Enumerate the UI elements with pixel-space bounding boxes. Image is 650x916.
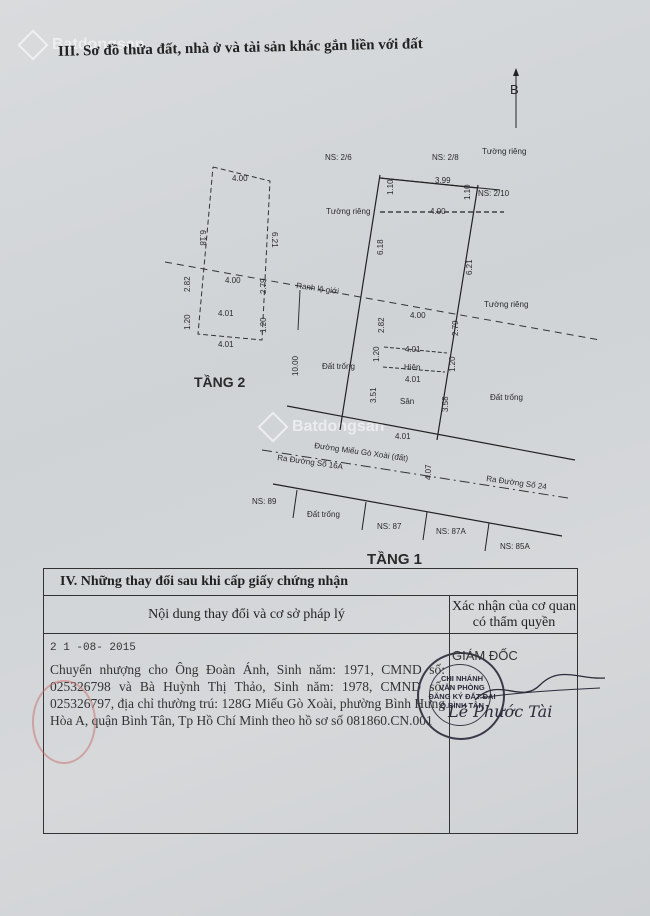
svg-text:4.01: 4.01 <box>218 340 234 349</box>
svg-text:4.07: 4.07 <box>424 464 433 480</box>
svg-text:NS: 89: NS: 89 <box>252 497 277 506</box>
svg-text:2.82: 2.82 <box>183 276 192 292</box>
svg-text:Đất trống: Đất trống <box>322 362 355 371</box>
col-header-confirmation: Xác nhận của cơ quan có thẩm quyền <box>451 599 576 630</box>
svg-text:Tường riêng: Tường riêng <box>484 300 528 309</box>
svg-text:2.79: 2.79 <box>451 320 460 336</box>
svg-text:3.58: 3.58 <box>441 396 450 412</box>
svg-text:6.21: 6.21 <box>465 259 474 275</box>
svg-text:1.20: 1.20 <box>448 356 457 372</box>
svg-text:NS: 87: NS: 87 <box>377 522 402 531</box>
north-label: B <box>510 82 519 97</box>
signer-title: GIÁM ĐỐC <box>452 648 518 663</box>
svg-text:NS: 85A: NS: 85A <box>500 542 530 551</box>
svg-text:4.00: 4.00 <box>225 276 241 285</box>
entry-date: 2 1 -08- 2015 <box>50 642 136 654</box>
signature-icon <box>474 673 606 701</box>
svg-text:Đất trống: Đất trống <box>307 510 340 519</box>
svg-text:2.82: 2.82 <box>377 317 386 333</box>
svg-text:10.00: 10.00 <box>291 355 300 376</box>
svg-text:Đất trống: Đất trống <box>490 393 523 402</box>
svg-text:1.10: 1.10 <box>463 184 472 200</box>
svg-text:Ra Đường Số 24: Ra Đường Số 24 <box>486 474 548 491</box>
svg-text:4.00: 4.00 <box>410 311 426 320</box>
svg-text:2.79: 2.79 <box>259 278 268 294</box>
svg-text:1.10: 1.10 <box>386 179 395 195</box>
svg-text:NS: 2/10: NS: 2/10 <box>478 189 510 198</box>
svg-text:6.21: 6.21 <box>270 232 279 248</box>
svg-text:Hiên: Hiên <box>404 363 420 372</box>
section-4-header: IV. Những thay đổi sau khi cấp giấy chứn… <box>44 569 577 596</box>
svg-text:NS: 2/8: NS: 2/8 <box>432 153 459 162</box>
svg-text:Ranh lộ giới: Ranh lộ giới <box>296 281 340 296</box>
svg-text:NS: 87A: NS: 87A <box>436 527 466 536</box>
table-header-row: Nội dung thay đổi và cơ sở pháp lý Xác n… <box>44 595 577 634</box>
svg-text:3.99: 3.99 <box>435 176 451 185</box>
entry-content: Chuyển nhượng cho Ông Đoàn Ánh, Sinh năm… <box>50 662 445 728</box>
signer-name: Lê Phước Tài <box>448 702 553 721</box>
svg-text:4.01: 4.01 <box>405 345 421 354</box>
floor-2-label: TẦNG 2 <box>194 374 246 390</box>
boundary-line <box>164 261 601 341</box>
floor-1-label: TẦNG 1 <box>367 551 422 568</box>
changes-table: IV. Những thay đổi sau khi cấp giấy chứn… <box>43 568 578 834</box>
svg-text:4.00: 4.00 <box>430 207 446 216</box>
svg-text:6.18: 6.18 <box>198 230 207 246</box>
svg-text:4.00: 4.00 <box>232 174 248 183</box>
svg-text:Sân: Sân <box>400 397 414 406</box>
svg-text:1.20: 1.20 <box>183 314 192 330</box>
col-header-content: Nội dung thay đổi và cơ sở pháp lý <box>148 607 345 622</box>
official-stamp-icon: CHI NHÁNH VĂN PHÒNG ĐĂNG KÝ ĐẤT ĐAI Q.BÌ… <box>417 652 505 740</box>
svg-text:1.20: 1.20 <box>259 317 268 333</box>
svg-text:4.01: 4.01 <box>218 309 234 318</box>
svg-text:3.51: 3.51 <box>369 387 378 403</box>
svg-text:4.01: 4.01 <box>395 432 411 441</box>
svg-text:6.18: 6.18 <box>376 239 385 255</box>
svg-text:Tường riêng: Tường riêng <box>326 207 370 216</box>
land-plot-diagram: B 4.00 6.18 6.21 4.00 2.82 2.79 4.01 4.0… <box>164 68 601 568</box>
watermark-center: Batdongsan <box>257 411 384 443</box>
watermark: Batdongsan <box>17 29 144 61</box>
svg-text:Tường riêng: Tường riêng <box>482 147 526 156</box>
svg-text:Ra Đường Số 16A: Ra Đường Số 16A <box>277 453 344 471</box>
svg-text:1.20: 1.20 <box>372 346 381 362</box>
svg-text:NS: 2/6: NS: 2/6 <box>325 153 352 162</box>
red-seal-icon <box>32 680 96 764</box>
svg-text:4.01: 4.01 <box>405 375 421 384</box>
